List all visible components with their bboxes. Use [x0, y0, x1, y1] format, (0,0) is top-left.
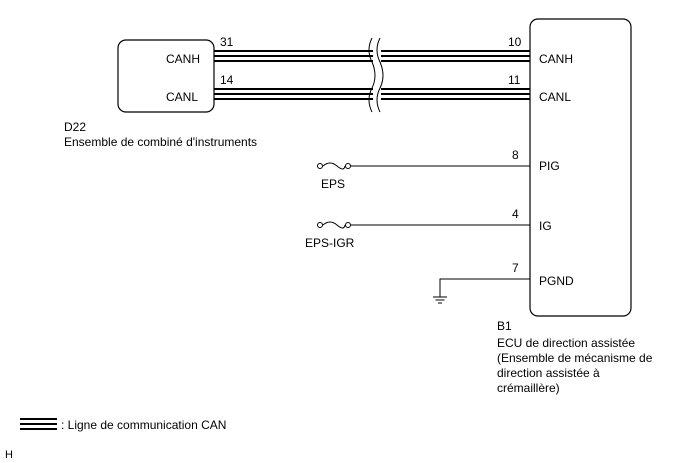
b1-pin-number-8: 8: [512, 148, 519, 162]
d22-pin-label-canh: CANH: [166, 52, 200, 66]
corner-mark: H: [5, 449, 13, 461]
b1-pin-number-4: 4: [512, 207, 519, 221]
d22-component-code: D22: [64, 120, 86, 134]
d22-pin-number-31: 31: [220, 35, 234, 49]
eps-igr-fuse-label: EPS-IGR: [305, 236, 355, 250]
eps-fuse-icon: [317, 162, 351, 170]
eps-igr-fuse-icon: [317, 221, 351, 229]
b1-component-name-line-4: crémaillère): [497, 381, 560, 395]
legend-text: : Ligne de communication CAN: [61, 418, 226, 432]
wire-break-marks: [368, 37, 384, 113]
b1-component-name-line-3: direction assistée à: [497, 366, 600, 380]
b1-pin-label-pgnd: PGND: [539, 274, 574, 288]
b1-pin-label-canl: CANL: [539, 90, 571, 104]
canl-communication-line: [214, 88, 530, 100]
d22-pin-number-14: 14: [220, 73, 234, 87]
b1-pin-number-7: 7: [512, 261, 519, 275]
b1-component-name-line-1: ECU de direction assistée: [497, 336, 635, 350]
pgnd-wire: [439, 278, 530, 297]
b1-component-box: [529, 18, 632, 317]
d22-component-name: Ensemble de combiné d'instruments: [64, 135, 257, 149]
b1-component-name-line-2: (Ensemble de mécanisme de: [497, 351, 653, 365]
b1-component-code: B1: [497, 319, 512, 333]
d22-component-box: [117, 39, 215, 113]
d22-pin-label-canl: CANL: [166, 90, 198, 104]
b1-pin-number-10: 10: [508, 35, 522, 49]
can-line-legend-icon: [20, 418, 57, 430]
b1-pin-number-11: 11: [508, 73, 521, 87]
ground-icon: [433, 296, 447, 304]
canh-communication-line: [214, 50, 530, 62]
b1-pin-label-ig: IG: [539, 219, 552, 233]
eps-fuse-label: EPS: [321, 177, 345, 191]
b1-pin-label-pig: PIG: [539, 159, 560, 173]
b1-pin-label-canh: CANH: [539, 52, 573, 66]
